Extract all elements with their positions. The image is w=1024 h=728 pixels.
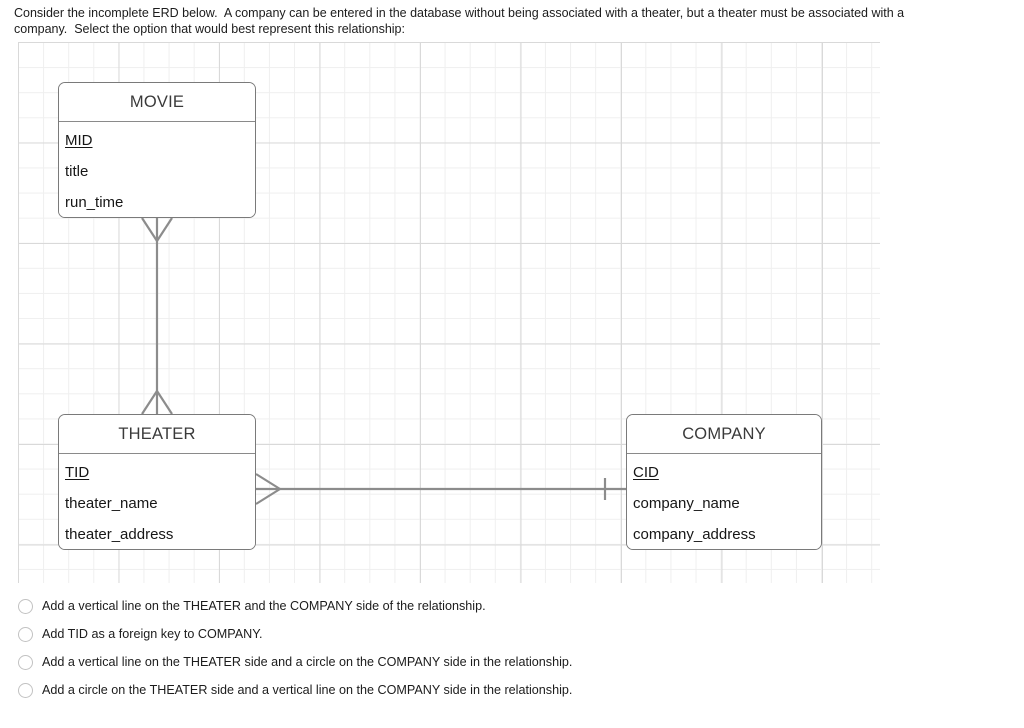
entity-movie-attributes: MID title run_time <box>59 122 255 217</box>
attribute-mid: MID <box>65 132 93 149</box>
option-label-2[interactable]: Add TID as a foreign key to COMPANY. <box>42 627 263 641</box>
radio-icon-option-2[interactable] <box>18 626 33 642</box>
option-row-2[interactable]: Add TID as a foreign key to COMPANY. <box>14 620 1004 648</box>
erd-canvas: MOVIE MID title run_time THEATER TID the… <box>18 42 880 583</box>
entity-movie[interactable]: MOVIE MID title run_time <box>58 82 256 218</box>
radio-icon-option-1[interactable] <box>18 598 33 614</box>
entity-theater[interactable]: THEATER TID theater_name theater_address <box>58 414 256 550</box>
question-prompt: Consider the incomplete ERD below. A com… <box>14 5 974 37</box>
radio-icon-option-4[interactable] <box>18 682 33 698</box>
crowsfoot-theater-top <box>141 390 173 415</box>
option-label-1[interactable]: Add a vertical line on the THEATER and t… <box>42 599 486 613</box>
attribute-company-name: company_name <box>633 495 740 512</box>
attribute-theater-name: theater_name <box>65 495 158 512</box>
attribute-title: title <box>65 163 89 180</box>
crowsfoot-movie <box>141 217 173 242</box>
option-label-3[interactable]: Add a vertical line on the THEATER side … <box>42 655 573 669</box>
option-row-1[interactable]: Add a vertical line on the THEATER and t… <box>14 592 1004 620</box>
entity-movie-title: MOVIE <box>59 83 255 122</box>
attribute-run-time: run_time <box>65 194 124 211</box>
prompt-line-1: Consider the incomplete ERD below. A com… <box>14 6 905 20</box>
prompt-line-2: company. Select the option that would be… <box>14 22 405 36</box>
attribute-tid: TID <box>65 464 90 481</box>
attribute-company-address: company_address <box>633 526 756 543</box>
answer-options: Add a vertical line on the THEATER and t… <box>14 592 1004 704</box>
entity-company-title: COMPANY <box>627 415 821 454</box>
entity-company[interactable]: COMPANY CID company_name company_address <box>626 414 822 550</box>
attribute-theater-address: theater_address <box>65 526 174 543</box>
option-row-4[interactable]: Add a circle on the THEATER side and a v… <box>14 676 1004 704</box>
option-row-3[interactable]: Add a vertical line on the THEATER side … <box>14 648 1004 676</box>
entity-company-attributes: CID company_name company_address <box>627 454 821 549</box>
entity-theater-attributes: TID theater_name theater_address <box>59 454 255 549</box>
radio-icon-option-3[interactable] <box>18 654 33 670</box>
option-label-4[interactable]: Add a circle on the THEATER side and a v… <box>42 683 573 697</box>
attribute-cid: CID <box>633 464 659 481</box>
entity-theater-title: THEATER <box>59 415 255 454</box>
crowsfoot-theater-right <box>255 473 281 505</box>
